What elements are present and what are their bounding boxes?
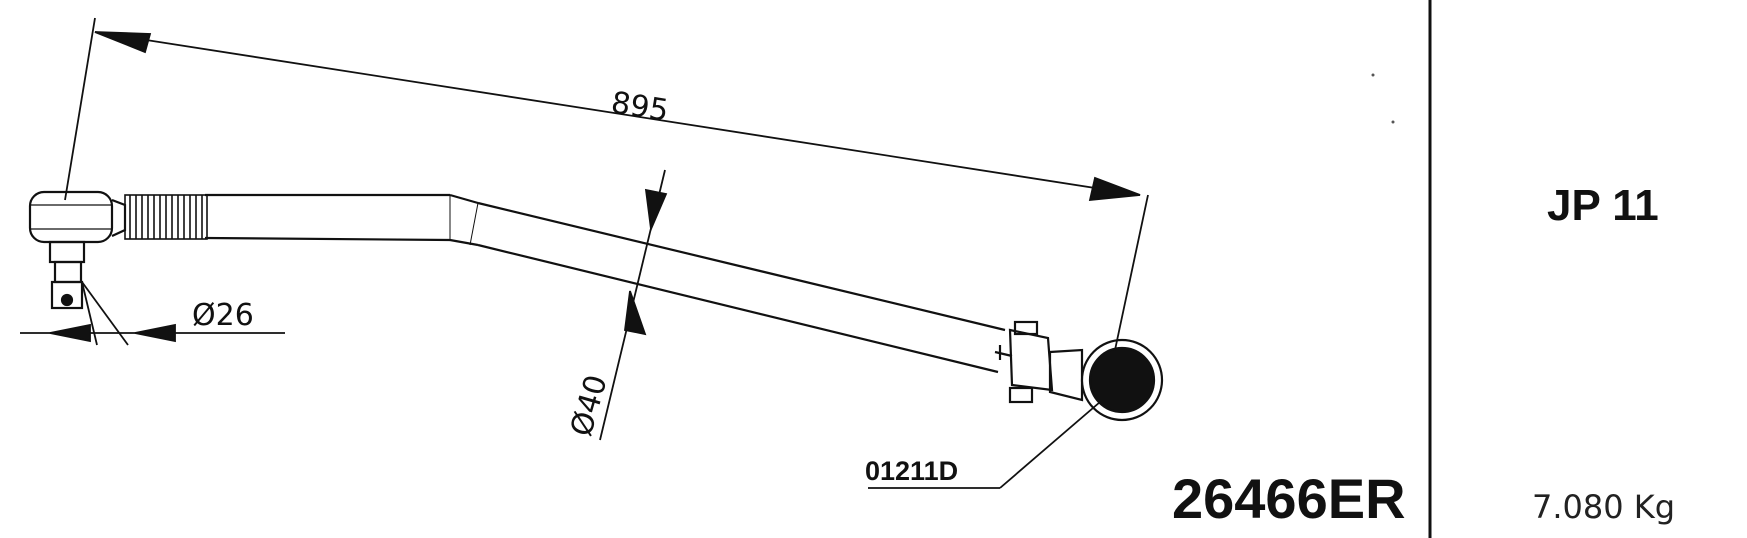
left-ball-joint [28,190,127,310]
right-ball-joint [1048,338,1164,422]
dimension-length-label: 895 [609,85,671,129]
dimension-895 [64,17,1149,351]
drag-link-rod [204,193,1006,374]
weight-label: 7.080 Kg [1532,488,1675,526]
drawing-mark [1391,120,1395,124]
dimension-tube-diameter-label: Ø40 [564,371,615,440]
joint-code-label: 01211D [865,456,958,486]
dimension-pin-diameter-label: Ø26 [192,298,254,333]
dimension-pin-diameter [20,281,285,346]
model-label: JP 11 [1547,181,1659,230]
dimension-tube-diameter [599,169,668,441]
right-clamp [994,320,1054,404]
joint-callout-leader [868,401,1101,489]
part-number: 26466ER [1172,467,1406,530]
drawing-mark [1371,73,1375,77]
threaded-section [124,194,208,240]
